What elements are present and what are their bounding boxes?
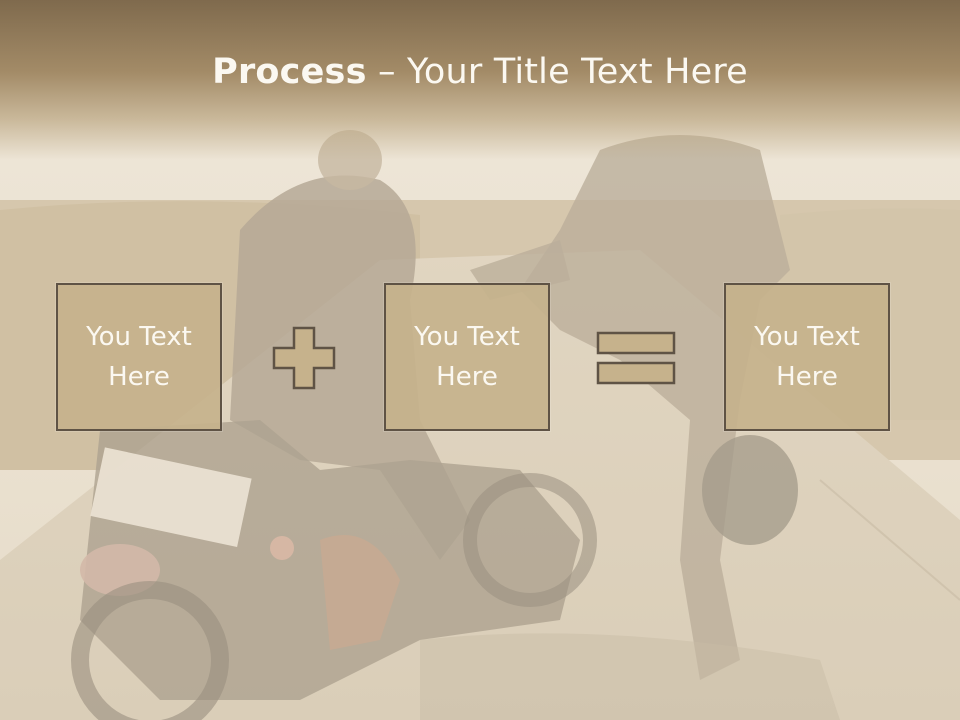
process-box-1: You Text Here [56, 283, 222, 431]
equals-icon [596, 331, 676, 385]
process-box-3: You Text Here [724, 283, 890, 431]
title-bold-text: Process [212, 52, 367, 92]
process-box-3-text: You Text Here [754, 322, 860, 392]
plus-icon [272, 326, 336, 390]
title-band [0, 0, 960, 160]
title-dash: – [366, 52, 407, 92]
title-rest-text: Your Title Text Here [406, 52, 748, 92]
process-box-2: You Text Here [384, 283, 550, 431]
process-box-2-text: You Text Here [414, 322, 520, 392]
process-box-1-text: You Text Here [86, 322, 192, 392]
slide-title: Process – Your Title Text Here [0, 52, 960, 92]
